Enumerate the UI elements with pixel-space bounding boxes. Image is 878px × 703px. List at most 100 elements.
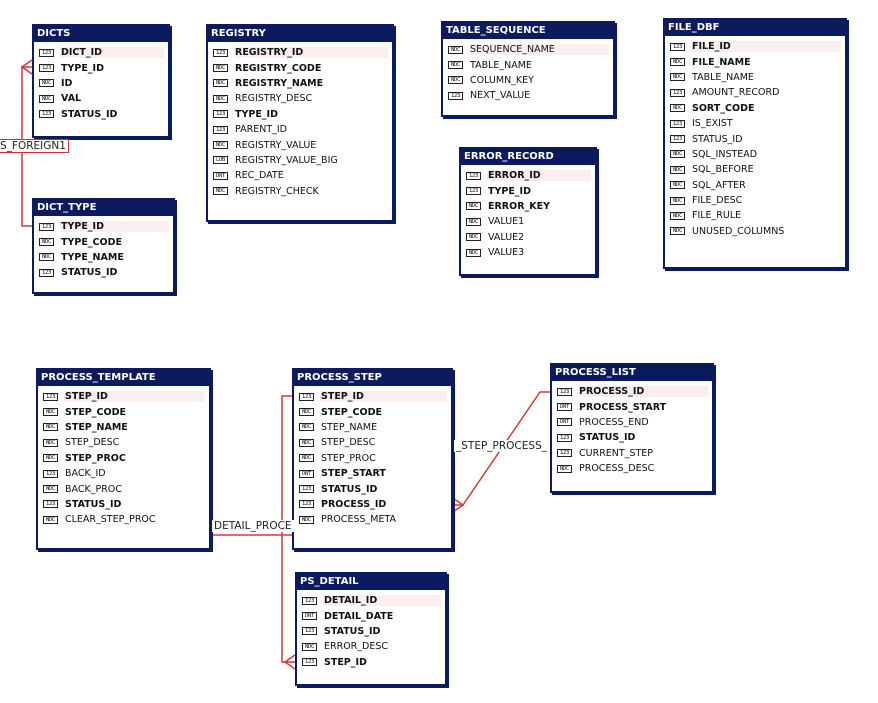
field-name: PROCESS_DESC	[579, 463, 655, 475]
field-name: DETAIL_DATE	[324, 610, 394, 622]
key-icon: 123	[670, 135, 685, 144]
ndc-icon: NDC	[670, 58, 685, 67]
dnt-icon: DNT	[557, 403, 572, 412]
entity-title: DICT_TYPE	[34, 200, 173, 216]
primary-key-highlight	[578, 386, 708, 398]
field-name: DETAIL_ID	[324, 595, 378, 607]
entity-title: TABLE_SEQUENCE	[443, 23, 613, 39]
ndc-icon: NDC	[213, 64, 228, 73]
field-name: STATUS_ID	[692, 133, 743, 145]
key-icon: 123	[299, 392, 314, 401]
field-name: ID	[61, 77, 73, 89]
crowfoot-step	[452, 497, 465, 513]
key-icon: 123	[670, 88, 685, 97]
field-name: SQL_BEFORE	[692, 164, 754, 176]
field-name: PROCESS_END	[579, 416, 649, 428]
ndc-icon: NDC	[448, 61, 463, 70]
field-row[interactable]: 123 STATUS_ID	[670, 131, 841, 146]
field-name: REGISTRY_ID	[235, 47, 304, 59]
